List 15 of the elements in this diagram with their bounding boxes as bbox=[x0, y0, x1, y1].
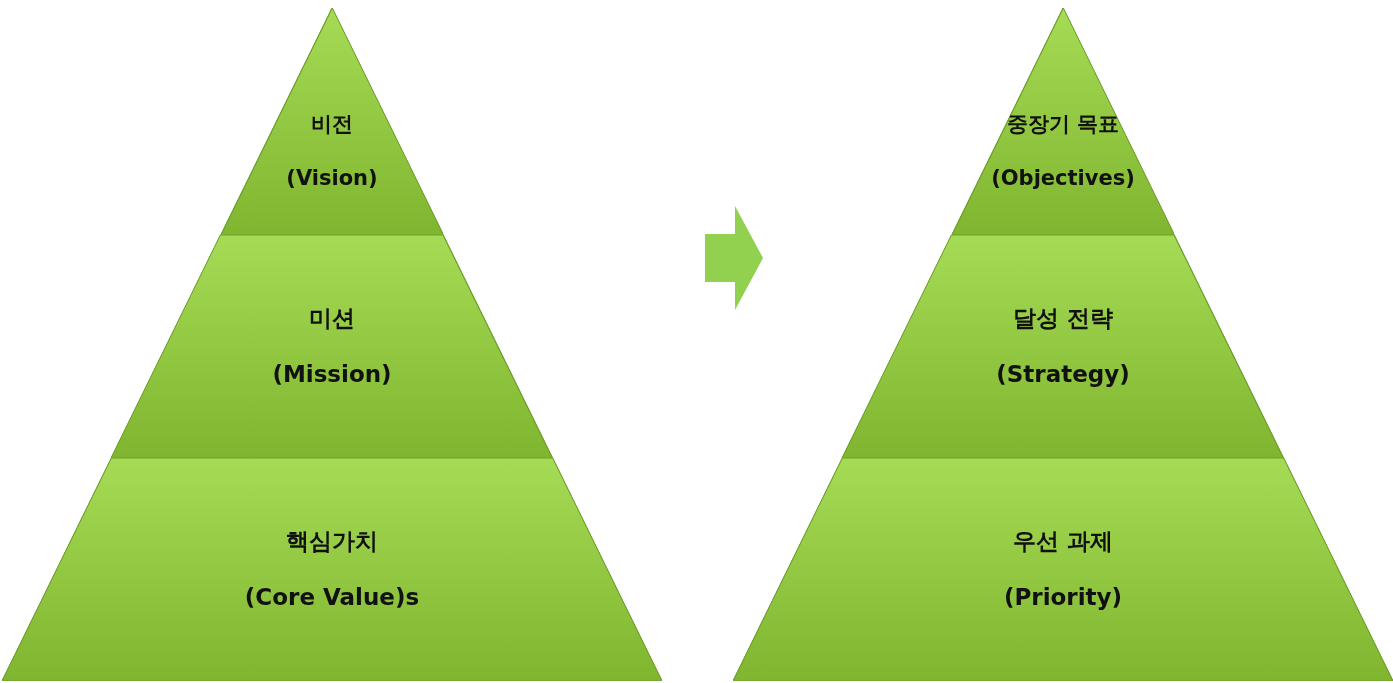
tier-title: 우선 과제 bbox=[1013, 527, 1113, 556]
tier-title: 비전 bbox=[311, 112, 353, 138]
block-arrow bbox=[705, 206, 763, 310]
tier-subtitle: (Vision) bbox=[286, 165, 378, 191]
pyramid bbox=[2, 8, 662, 681]
tier-subtitle: (Objectives) bbox=[991, 165, 1135, 191]
tier-subtitle: (Strategy) bbox=[996, 360, 1130, 389]
tier-subtitle: (Core Value)s bbox=[244, 583, 420, 612]
tier-subtitle: (Mission) bbox=[272, 360, 392, 389]
pyramid bbox=[733, 8, 1393, 681]
tier-title: 미션 bbox=[309, 304, 355, 333]
tier-title: 중장기 목표 bbox=[1006, 112, 1120, 138]
tier-title: 핵심가치 bbox=[286, 527, 378, 556]
tier-title: 달성 전략 bbox=[1013, 304, 1113, 333]
tier-subtitle: (Priority) bbox=[1003, 583, 1123, 612]
